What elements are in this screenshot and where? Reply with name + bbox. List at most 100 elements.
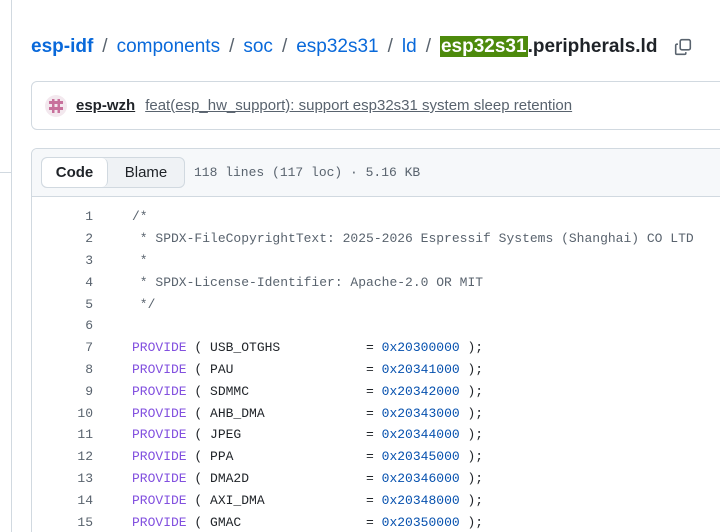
line-text: PROVIDE ( PAU = 0x20341000 ); (132, 362, 483, 377)
breadcrumb-separator: / (425, 36, 431, 57)
file-stats: 118 lines (117 loc) · 5.16 KB (194, 165, 421, 180)
equals: = (366, 514, 382, 530)
address: 0x20342000 (381, 383, 460, 399)
breadcrumb-soc-link[interactable]: soc (243, 36, 273, 57)
keyword: PROVIDE (132, 470, 187, 486)
equals: = (366, 340, 382, 356)
line-text: PROVIDE ( AXI_DMA = 0x20348000 ); (132, 493, 483, 508)
code-line: 13 PROVIDE ( DMA2D = 0x20346000 ); (32, 468, 720, 490)
address: 0x20300000 (381, 340, 460, 356)
equals: = (366, 405, 382, 421)
code-line: 3 * (32, 250, 720, 272)
address: 0x20350000 (381, 514, 460, 530)
line-text: PROVIDE ( GMAC = 0x20350000 ); (132, 515, 483, 530)
line-text: * SPDX-License-Identifier: Apache-2.0 OR… (132, 274, 484, 290)
breadcrumb: esp-idf / components / soc / esp32s31 / … (31, 33, 693, 61)
left-sidebar-edge (0, 0, 12, 532)
line-text: PROVIDE ( DMA2D = 0x20346000 ); (132, 471, 483, 486)
breadcrumb-repo-link[interactable]: esp-idf (31, 36, 94, 57)
equals: = (366, 427, 382, 443)
code-line: 9 PROVIDE ( SDMMC = 0x20342000 ); (32, 380, 720, 402)
paren-open: ( (186, 514, 211, 530)
code-line: 7 PROVIDE ( USB_OTGHS = 0x20300000 ); (32, 337, 720, 359)
code-line: 15 PROVIDE ( GMAC = 0x20350000 ); (32, 511, 720, 532)
line-number[interactable]: 14 (77, 492, 93, 508)
line-number[interactable]: 10 (77, 405, 93, 421)
keyword: PROVIDE (132, 383, 187, 399)
line-text: PROVIDE ( SDMMC = 0x20342000 ); (132, 384, 483, 399)
line-number[interactable]: 11 (77, 427, 93, 443)
line-text: */ (132, 296, 156, 312)
line-text: /* (132, 209, 148, 225)
line-number[interactable]: 1 (85, 209, 93, 225)
keyword: PROVIDE (132, 492, 187, 508)
file-name-rest: .peripherals.ld (527, 36, 658, 57)
line-text: PROVIDE ( PPA = 0x20345000 ); (132, 449, 483, 464)
view-mode-toggle: Code Blame (41, 157, 185, 188)
commit-message-link[interactable]: feat(esp_hw_support): support esp32s31 s… (145, 97, 573, 114)
address: 0x20345000 (381, 449, 460, 465)
symbol: JPEG (210, 427, 367, 443)
code-content[interactable]: 1 /* 2 * SPDX-FileCopyrightText: 2025-202… (32, 197, 720, 532)
paren-open: ( (186, 470, 211, 486)
line-number[interactable]: 3 (85, 252, 93, 268)
address: 0x20348000 (381, 492, 460, 508)
address: 0x20343000 (381, 405, 460, 421)
breadcrumb-separator: / (281, 36, 288, 57)
symbol: PPA (210, 449, 367, 465)
commit-author-link[interactable]: esp-wzh (76, 97, 136, 114)
paren-close: ); (459, 361, 484, 377)
paren-open: ( (186, 405, 211, 421)
code-line: 2 * SPDX-FileCopyrightText: 2025-2026 Es… (32, 228, 720, 250)
search-highlight: esp32s31 (439, 36, 528, 57)
paren-open: ( (186, 361, 211, 377)
paren-open: ( (186, 340, 211, 356)
code-line: 4 * SPDX-License-Identifier: Apache-2.0 … (32, 271, 720, 293)
line-text: * SPDX-FileCopyrightText: 2025-2026 Espr… (132, 231, 694, 247)
paren-open: ( (186, 449, 211, 465)
equals: = (366, 470, 382, 486)
breadcrumb-separator: / (387, 36, 393, 57)
line-number[interactable]: 4 (85, 274, 93, 290)
tab-code[interactable]: Code (42, 158, 108, 187)
breadcrumb-ld-link[interactable]: ld (401, 36, 417, 57)
author-avatar[interactable] (45, 94, 67, 117)
copy-icon (675, 38, 692, 56)
paren-close: ); (459, 449, 484, 465)
symbol: DMA2D (210, 470, 367, 486)
line-number[interactable]: 15 (77, 514, 93, 530)
keyword: PROVIDE (132, 449, 187, 465)
keyword: PROVIDE (132, 514, 187, 530)
code-line: 8 PROVIDE ( PAU = 0x20341000 ); (32, 359, 720, 381)
line-text: PROVIDE ( USB_OTGHS = 0x20300000 ); (132, 340, 483, 355)
symbol: GMAC (210, 514, 367, 530)
line-number[interactable]: 6 (85, 318, 93, 334)
keyword: PROVIDE (132, 427, 187, 443)
paren-open: ( (186, 383, 211, 399)
breadcrumb-separator: / (229, 36, 235, 57)
line-number[interactable]: 13 (77, 470, 93, 486)
breadcrumb-components-link[interactable]: components (116, 36, 221, 57)
code-line: 5 */ (32, 293, 720, 315)
tab-blame[interactable]: Blame (124, 164, 168, 181)
avatar-icon (49, 98, 63, 113)
address: 0x20344000 (381, 427, 460, 443)
current-file-name: esp32s31.peripherals.ld (439, 36, 658, 58)
line-number[interactable]: 8 (85, 361, 93, 377)
breadcrumb-esp32s31-link[interactable]: esp32s31 (296, 36, 379, 57)
paren-open: ( (186, 492, 211, 508)
line-number[interactable]: 12 (77, 449, 93, 465)
line-number[interactable]: 7 (85, 340, 93, 356)
line-number[interactable]: 9 (85, 383, 93, 399)
symbol: USB_OTGHS (210, 340, 367, 356)
keyword: PROVIDE (132, 340, 187, 356)
equals: = (366, 383, 382, 399)
copy-path-button[interactable] (673, 37, 693, 57)
latest-commit-box: esp-wzh feat(esp_hw_support): support es… (31, 81, 720, 130)
line-number[interactable]: 2 (85, 231, 93, 247)
address: 0x20346000 (381, 470, 460, 486)
symbol: AXI_DMA (210, 492, 367, 508)
line-number[interactable]: 5 (85, 296, 93, 312)
